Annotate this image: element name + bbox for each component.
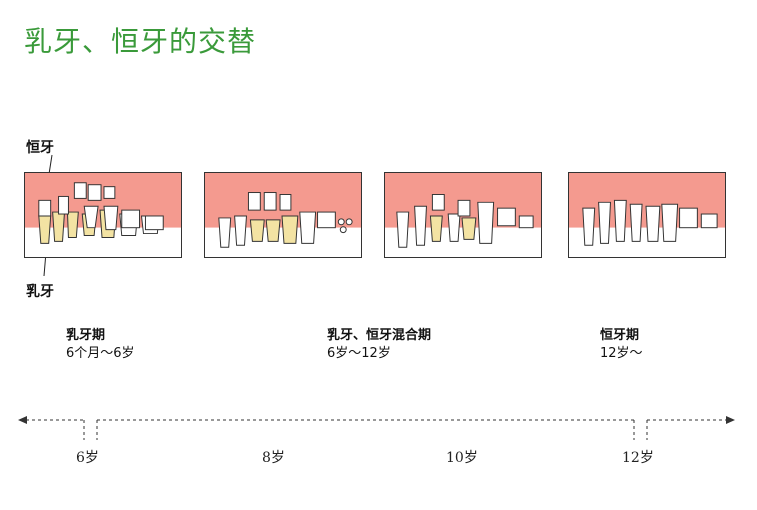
- timeline-arrow-right: [726, 416, 735, 424]
- stage-mixed-range: 6岁～12岁: [327, 346, 391, 361]
- dentition-panel-mixed-late: [384, 172, 542, 258]
- timeline-arrow-left: [18, 416, 27, 424]
- tick-label-10: 10岁: [446, 450, 478, 466]
- dentition-panel-permanent: [568, 172, 726, 258]
- dentition-panel-mixed-early: [204, 172, 362, 258]
- page-title: 乳牙、恒牙的交替: [24, 25, 257, 58]
- stage-permanent-range: 12岁～: [600, 346, 643, 361]
- tick-label-12: 12岁: [622, 450, 654, 466]
- stage-permanent-name: 恒牙期: [600, 328, 640, 343]
- tick-label-6: 6岁: [76, 450, 99, 466]
- stage-primary-range: 6个月～6岁: [66, 346, 135, 361]
- label-permanent-teeth: 恒牙: [26, 140, 54, 156]
- age-timeline: [18, 416, 735, 440]
- tick-label-8: 8岁: [262, 450, 285, 466]
- stage-primary-name: 乳牙期: [66, 328, 106, 343]
- stage-primary: 乳牙期 6个月～6岁: [66, 327, 135, 363]
- stage-mixed-name: 乳牙、恒牙混合期: [327, 328, 432, 343]
- stage-permanent: 恒牙期 12岁～: [600, 327, 643, 363]
- stage-mixed: 乳牙、恒牙混合期 6岁～12岁: [327, 327, 431, 363]
- label-primary-teeth: 乳牙: [26, 284, 54, 300]
- dentition-panel-primary: [24, 172, 182, 258]
